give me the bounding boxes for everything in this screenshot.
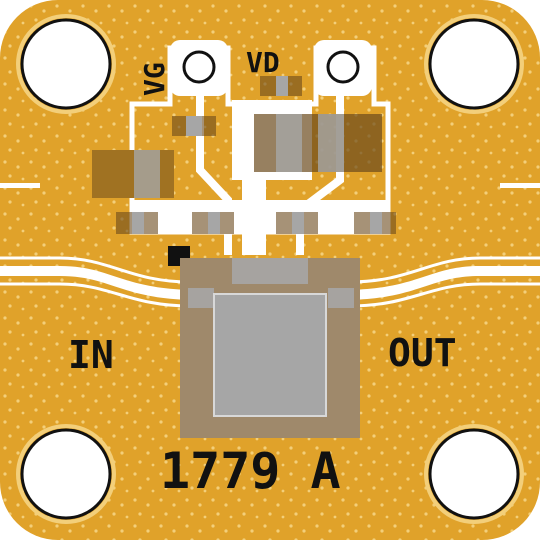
bias-bottom-bar — [132, 200, 388, 234]
drain-pad — [314, 40, 372, 96]
rf-input-trace-lower — [0, 282, 191, 308]
edge-mark-right — [500, 183, 540, 188]
rf-output-trace-lower — [349, 282, 540, 308]
edge-mark-left — [0, 183, 40, 188]
rf-input-trace — [0, 266, 200, 300]
mounting-hole-top-left — [16, 14, 116, 114]
label-out: OUT — [388, 331, 457, 375]
label-in: IN — [68, 333, 114, 377]
mounting-hole-top-right — [424, 14, 524, 114]
mounting-hole-bottom-left — [16, 424, 116, 524]
capacitor-large-drain — [254, 114, 382, 172]
capacitor-row-3 — [276, 212, 318, 234]
gate-pad — [170, 40, 228, 96]
resistor-drain-top — [260, 76, 302, 96]
mmic-die — [213, 293, 327, 417]
capacitor-row-4 — [354, 212, 396, 234]
rf-output-trace — [340, 266, 540, 300]
rf-output-trace-outer — [349, 256, 540, 284]
label-vd: VD — [246, 46, 280, 79]
label-vg: VG — [138, 62, 171, 96]
mmic-package — [180, 258, 360, 438]
capacitor-row-1 — [116, 212, 158, 234]
resistor-gate — [172, 116, 216, 136]
rf-input-trace-outer — [0, 256, 191, 284]
capacitor-row-2 — [192, 212, 234, 234]
capacitor-large-left — [92, 150, 174, 198]
label-part-number: 1779 A — [160, 442, 341, 500]
mounting-hole-bottom-right — [424, 424, 524, 524]
